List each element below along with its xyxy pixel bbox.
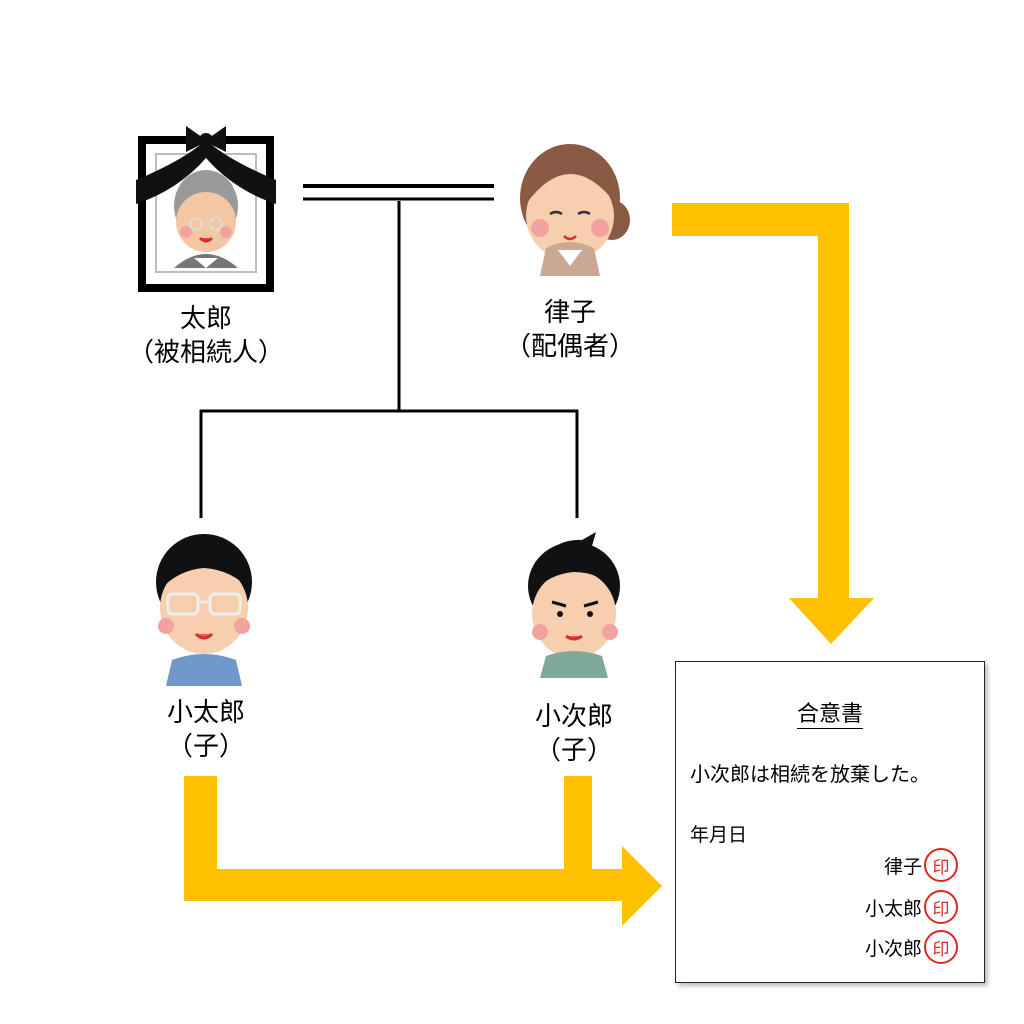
young-man-icon [528,532,620,678]
ritsuko-role: （配偶者） [504,332,635,362]
spouse-arrow [672,203,874,644]
taro-label: 太郎 （被相続人） [120,302,292,370]
document-title-text: 合意書 [796,702,863,729]
signature-name: 律子 [883,855,922,878]
document-date: 年月日 [690,824,748,846]
document-body: 小次郎は相続を放棄した。 [690,762,930,786]
man-with-glasses-icon [156,534,252,686]
kojiro-label: 小次郎 （子） [494,700,654,768]
document-title: 合意書 [676,696,984,729]
kotaro-label: 小太郎 （子） [126,696,286,764]
agreement-document: 合意書 小次郎は相続を放棄した。 年月日 律子 印 小太郎 印 小次郎 印 [675,661,985,983]
signature-ritsuko: 律子 印 [884,848,958,882]
seal-icon: 印 [924,890,958,924]
kojiro-role: （子） [534,736,613,766]
kotaro-name: 小太郎 [166,698,245,728]
ritsuko-name: 律子 [543,298,596,328]
signature-name: 小次郎 [864,937,922,960]
kojiro-name: 小次郎 [534,702,613,732]
children-arrow [184,776,662,926]
signature-name: 小太郎 [864,897,922,920]
taro-name: 太郎 [179,304,232,334]
ritsuko-label: 律子 （配偶者） [490,296,650,364]
kotaro-role: （子） [166,732,245,762]
signature-kojiro: 小次郎 印 [865,930,958,964]
deceased-portrait-icon [136,126,276,292]
taro-role: （被相続人） [127,338,284,368]
elderly-woman-icon [520,144,630,276]
seal-icon: 印 [924,930,958,964]
signature-kotaro: 小太郎 印 [865,890,958,924]
seal-icon: 印 [924,848,958,882]
